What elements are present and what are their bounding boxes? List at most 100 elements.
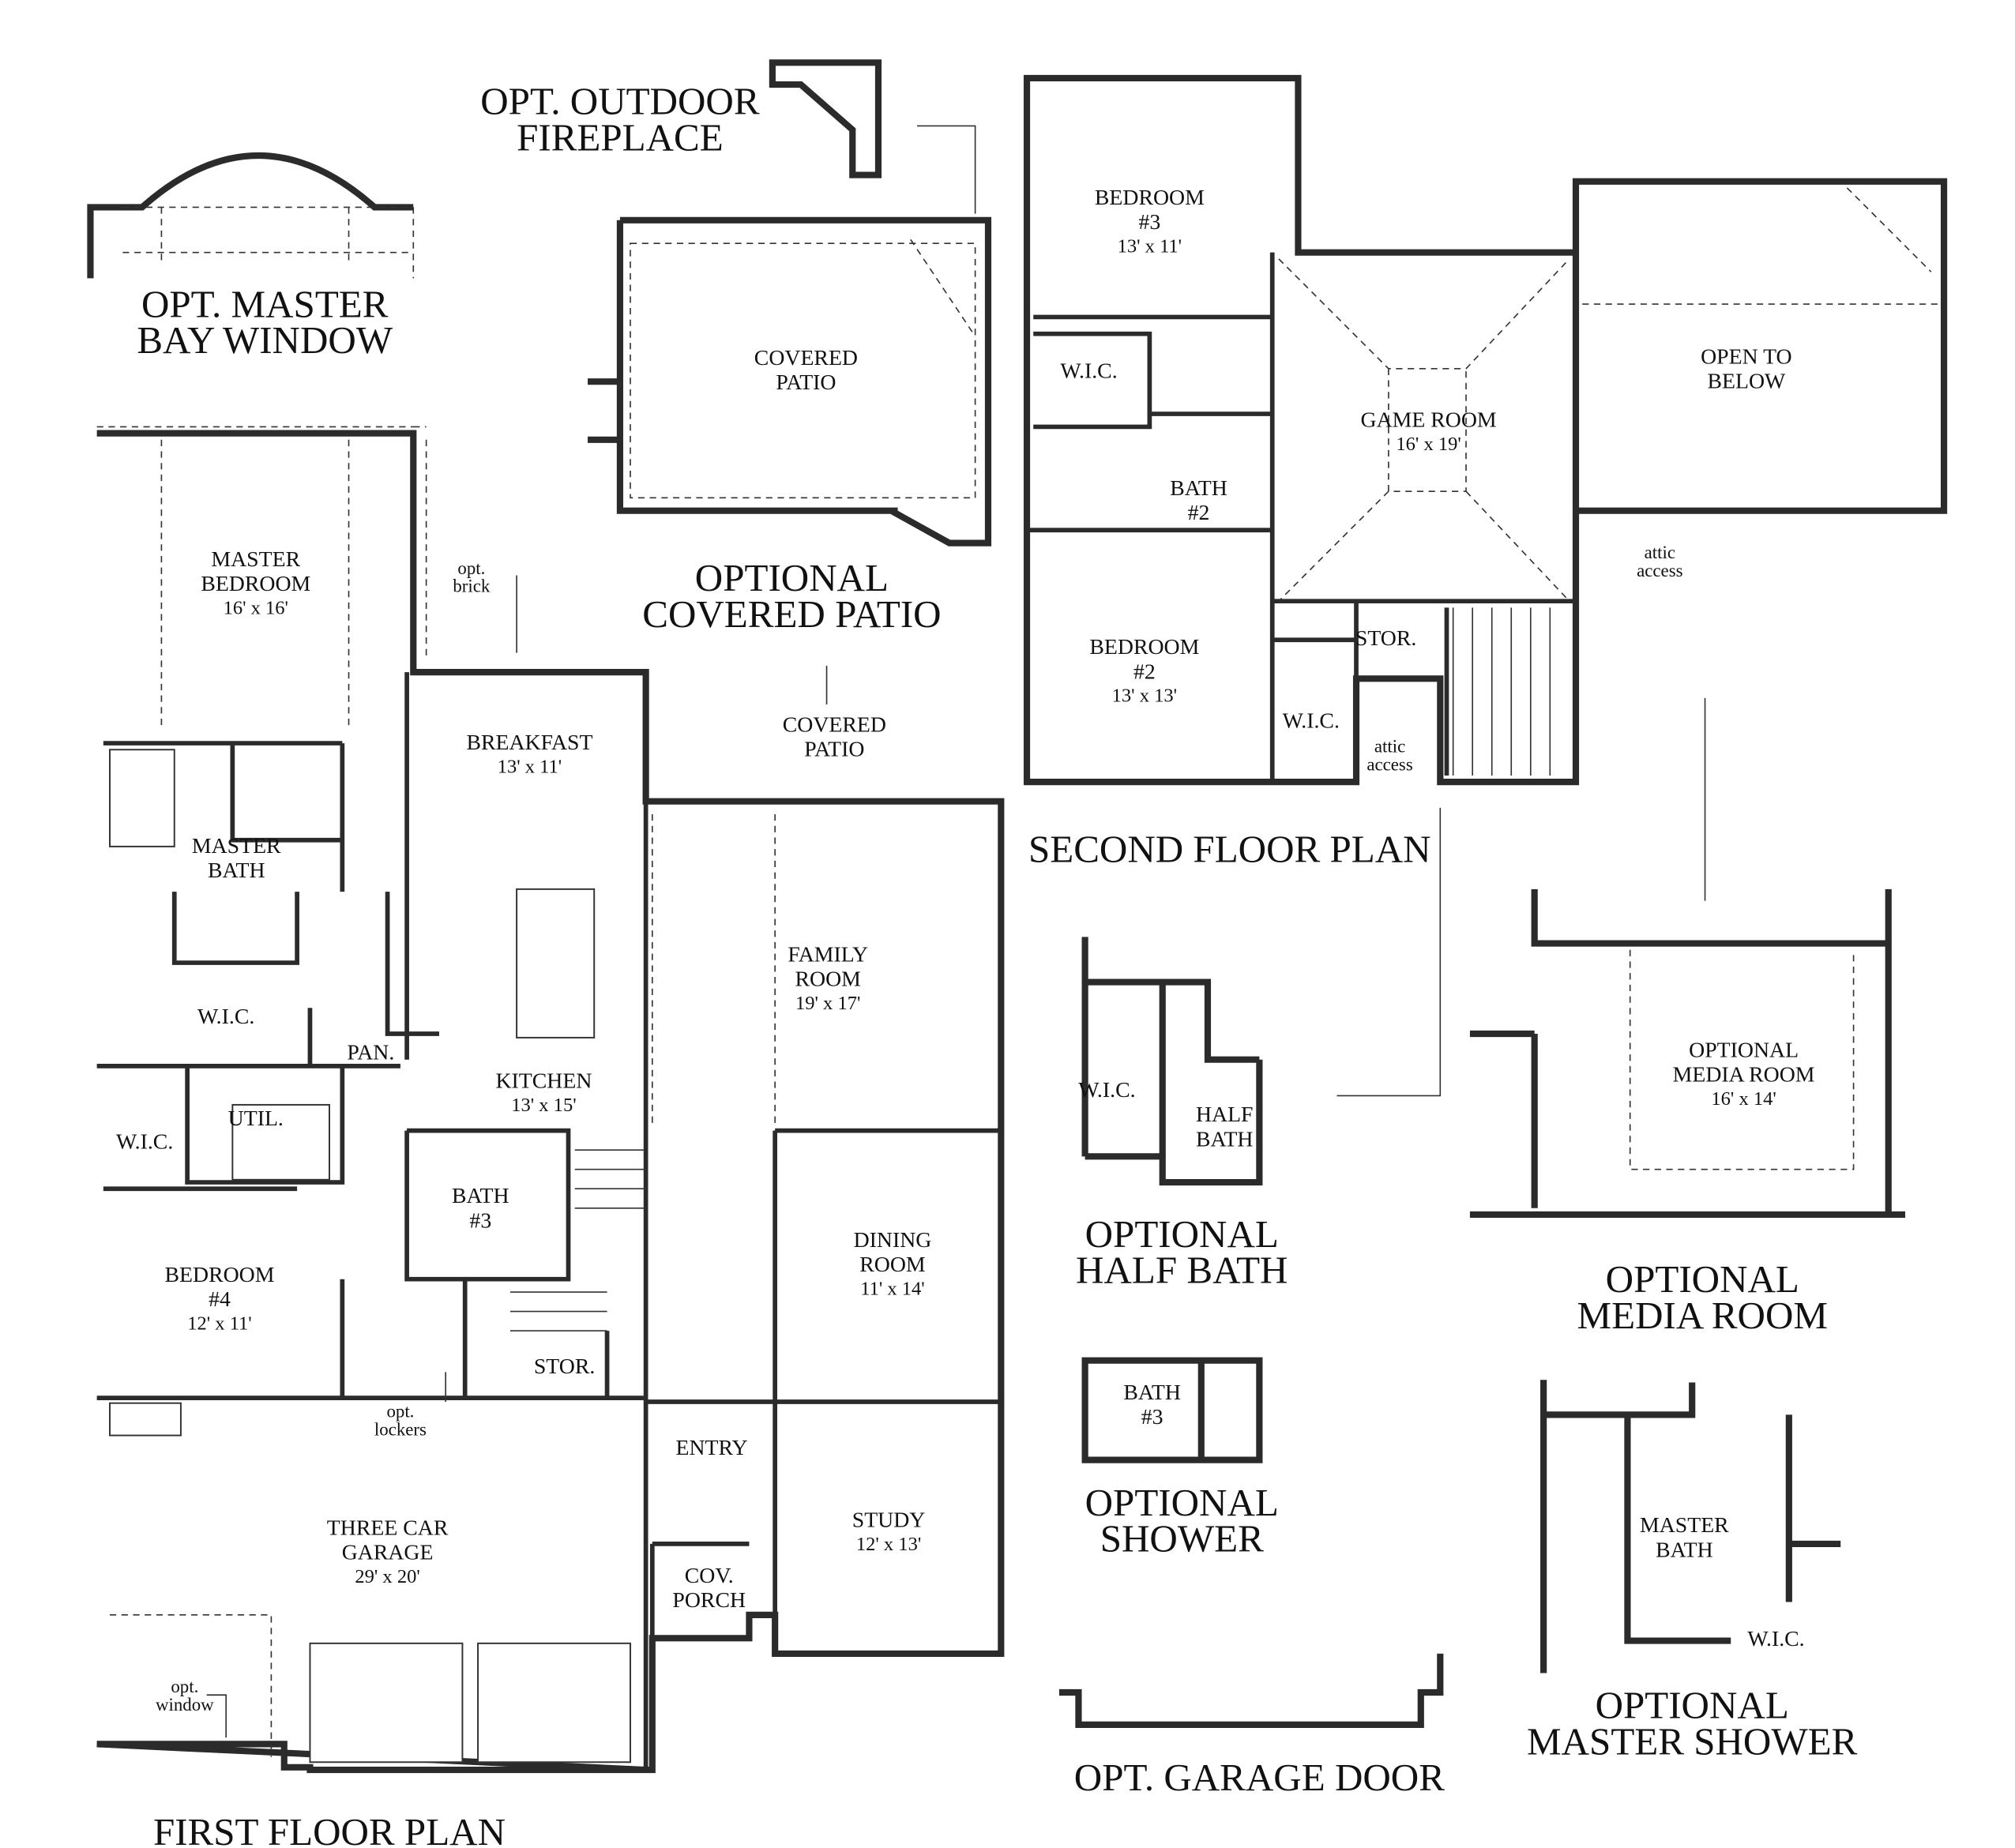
room-label: #3: [469, 1208, 491, 1233]
room-label: MASTER: [211, 547, 300, 572]
outdoor-fireplace-outline: [769, 59, 882, 178]
room-label: GAME ROOM: [1361, 408, 1497, 432]
room-label: PAN.: [347, 1041, 394, 1065]
plan-title-second-floor: SECOND FLOOR PLAN: [1028, 828, 1431, 871]
room-label: FAMILY: [788, 942, 868, 967]
plan-title-garage-door: OPT. GARAGE DOOR: [1074, 1756, 1445, 1799]
room-label: BATH: [1123, 1380, 1181, 1405]
room-label: #2: [1188, 501, 1210, 525]
room-label: BREAKFAST: [466, 731, 592, 755]
room-dimensions: 19' x 17': [795, 993, 860, 1014]
room-dimensions: 13' x 11': [498, 757, 562, 778]
room-label: BATH: [452, 1184, 509, 1208]
room-label: STOR.: [1355, 626, 1416, 651]
first-floor-walls: [96, 426, 1005, 1774]
room-dimensions: 13' x 13': [1112, 685, 1177, 707]
plan-title-bay-window: BAY WINDOW: [137, 318, 393, 362]
room-dimensions: 16' x 14': [1711, 1088, 1776, 1110]
garage-door-outline: [1058, 1653, 1444, 1728]
room-label: UTIL.: [228, 1106, 284, 1131]
note-label: attic: [1645, 543, 1675, 562]
room-label: ROOM: [795, 967, 861, 991]
room-label: MEDIA ROOM: [1673, 1063, 1815, 1087]
note-label: access: [1367, 754, 1413, 774]
room-label: #3: [1138, 210, 1160, 235]
room-label: OPTIONAL: [1689, 1038, 1799, 1062]
plan-title-covered-patio: COVERED PATIO: [642, 592, 941, 636]
room-label: BATH: [208, 858, 265, 883]
room-label: THREE CAR: [327, 1516, 449, 1540]
note-label: brick: [453, 577, 491, 596]
room-label: BATH: [1656, 1538, 1713, 1562]
note-label: opt.: [386, 1402, 414, 1422]
half-bath-outline: [1081, 937, 1263, 1186]
room-label: BATH: [1196, 1127, 1254, 1151]
room-dimensions: 16' x 19': [1396, 434, 1460, 455]
plan-title-first-floor: FIRST FLOOR PLAN: [153, 1810, 506, 1848]
room-label: OPEN TO: [1701, 344, 1792, 369]
room-label: STOR.: [534, 1354, 595, 1379]
note-label: lockers: [374, 1420, 427, 1440]
note-label: access: [1637, 561, 1683, 580]
shower-outline: [1081, 1357, 1263, 1463]
room-dimensions: 29' x 20': [355, 1566, 419, 1587]
room-label: COVERED: [783, 712, 886, 737]
room-label: #3: [1141, 1405, 1164, 1429]
plan-title-half-bath: OPTIONAL: [1085, 1212, 1279, 1256]
room-label: BEDROOM: [165, 1263, 275, 1287]
plan-title-half-bath: HALF BATH: [1076, 1249, 1288, 1292]
room-label: PORCH: [672, 1588, 746, 1613]
note-label: opt.: [457, 558, 485, 578]
media-room-outline: [1469, 888, 1906, 1219]
room-label: HALF: [1196, 1102, 1254, 1127]
room-label: PATIO: [804, 737, 864, 761]
room-label: W.I.C.: [1078, 1078, 1135, 1102]
bay-window-outline: [87, 152, 415, 279]
room-label: W.I.C.: [1747, 1627, 1804, 1651]
room-dimensions: 13' x 15': [511, 1095, 576, 1116]
room-label: W.I.C.: [116, 1130, 173, 1155]
room-label: #4: [209, 1287, 231, 1312]
plan-title-bay-window: OPT. MASTER: [141, 282, 389, 325]
plan-title-shower: OPTIONAL: [1085, 1481, 1279, 1524]
room-label: DINING: [854, 1228, 932, 1253]
room-label: ROOM: [859, 1253, 925, 1277]
room-label: #2: [1133, 659, 1156, 684]
room-label: ENTRY: [675, 1436, 747, 1460]
room-label: STUDY: [852, 1508, 926, 1533]
room-label: MASTER: [192, 834, 281, 858]
room-label: GARAGE: [342, 1541, 434, 1565]
room-label: COVERED: [754, 346, 858, 370]
room-dimensions: 16' x 16': [224, 598, 288, 619]
room-label: BATH: [1170, 476, 1227, 501]
plan-title-master-shower: MASTER SHOWER: [1527, 1719, 1858, 1763]
note-label: attic: [1374, 737, 1405, 757]
room-label: MASTER: [1640, 1513, 1729, 1538]
plan-title-covered-patio: OPTIONAL: [695, 556, 889, 599]
room-dimensions: 12' x 13': [856, 1534, 921, 1555]
room-dimensions: 12' x 11': [187, 1313, 251, 1334]
plan-title-outdoor-fireplace: OPT. OUTDOOR: [480, 80, 760, 123]
room-label: W.I.C.: [1283, 708, 1340, 733]
pointer-lines: [206, 125, 1706, 1738]
plan-title-master-shower: OPTIONAL: [1596, 1684, 1789, 1727]
second-floor-walls: [1023, 74, 1948, 786]
plan-title-outdoor-fireplace: FIREPLACE: [517, 115, 724, 159]
note-label: opt.: [171, 1677, 198, 1696]
room-label: BEDROOM: [1089, 635, 1199, 659]
room-label: KITCHEN: [495, 1069, 592, 1094]
plan-title-media-room: OPTIONAL: [1606, 1257, 1799, 1301]
note-label: window: [156, 1695, 214, 1715]
room-label: BELOW: [1707, 369, 1786, 393]
room-label: BEDROOM: [201, 572, 310, 596]
room-dimensions: 13' x 11': [1118, 236, 1182, 257]
room-label: COV.: [685, 1564, 734, 1588]
plan-title-media-room: MEDIA ROOM: [1577, 1294, 1828, 1337]
room-dimensions: 11' x 14': [860, 1278, 924, 1299]
plan-title-shower: SHOWER: [1100, 1517, 1264, 1561]
optional-covered-patio-walls: [588, 216, 992, 547]
room-label: BEDROOM: [1095, 186, 1205, 210]
room-label: W.I.C.: [197, 1005, 254, 1029]
room-label: PATIO: [776, 370, 836, 395]
